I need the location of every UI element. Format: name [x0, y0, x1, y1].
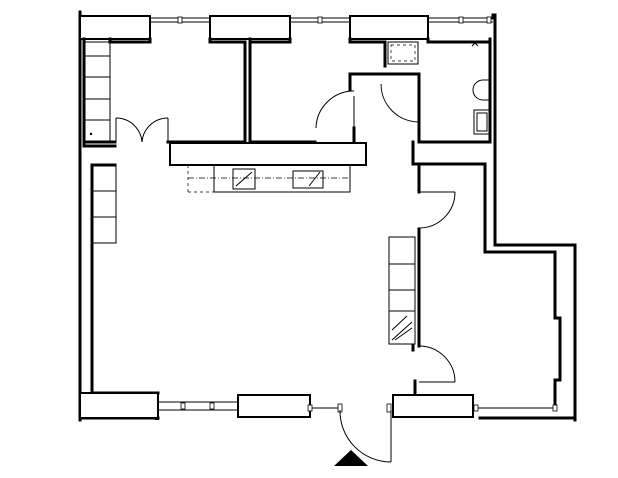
bathroom-door-swing	[380, 83, 420, 123]
bedroom-middle-top-inner	[248, 37, 292, 44]
window-top-2-post	[317, 16, 323, 24]
top-wall-pier-1	[79, 15, 151, 40]
window-bottom-3-post-a	[473, 404, 479, 412]
window-bottom-1-post-1	[180, 402, 186, 410]
top-wall	[79, 15, 429, 40]
shoe-rack-mark-2	[394, 327, 413, 341]
living-left-wall	[90, 163, 160, 395]
room-right-inner-walls	[417, 162, 562, 406]
bedroom-left-top-inner	[108, 37, 152, 44]
bedroom-middle-left-wall	[248, 37, 317, 144]
right-outer-wall-lower	[493, 243, 577, 422]
living-left-inner-wall	[90, 163, 160, 395]
bedroom-left-right-wall	[208, 37, 247, 144]
hall-right-wall-top	[411, 140, 421, 194]
entrance-door-swing	[339, 409, 392, 463]
bedroom-door-swing-left	[115, 117, 143, 143]
shoe-rack-mark-1	[391, 321, 413, 341]
washbasin	[473, 109, 491, 135]
top-wall-pier-2	[209, 15, 291, 40]
window-top-3-end-post	[486, 16, 492, 24]
shower-outline	[390, 44, 416, 62]
kitchen-wall-block	[169, 142, 367, 166]
bathroom-walls	[348, 37, 492, 144]
bottom-wall	[79, 392, 558, 420]
wardrobe-left	[83, 41, 111, 143]
top-wall-pier-3	[349, 15, 429, 40]
outer-walls	[78, 10, 577, 422]
window-top-3-post	[458, 16, 464, 24]
bedroom-door-swing-right	[141, 117, 169, 143]
window-top-1-post	[177, 16, 183, 24]
bottom-wall-pier-3	[392, 394, 474, 418]
kitchen-counter-top	[213, 164, 351, 193]
bedroom-middle-top-right	[348, 37, 387, 68]
room-right	[417, 162, 562, 406]
bottom-wall-pier-2	[237, 394, 311, 418]
north-arrow-triangle	[334, 450, 368, 466]
bathroom-top-inner	[426, 37, 492, 44]
hall-door-2-swing	[418, 345, 456, 383]
entrance-door	[334, 403, 392, 466]
window-bottom-3-post-b	[552, 404, 558, 412]
window-bottom-2-post	[307, 404, 313, 412]
top-windows	[150, 16, 493, 24]
bottom-wall-pier-1	[79, 392, 159, 419]
shoe-rack-mark-3	[391, 315, 408, 331]
cooktop	[292, 170, 324, 189]
bedroom-middle-door-swing	[315, 90, 355, 129]
bedroom-left-bottom-wall	[82, 140, 117, 148]
kitchen-counter	[169, 142, 367, 193]
shelving-left	[91, 164, 117, 244]
shower-tray	[387, 41, 419, 65]
bedroom-middle	[248, 37, 387, 144]
sink-drain	[235, 171, 253, 187]
window-bottom-1-post-2	[209, 402, 215, 410]
wardrobe-marker	[89, 132, 93, 136]
bedroom-left	[82, 37, 247, 148]
cooktop-mark	[308, 171, 321, 187]
vent-mark	[471, 42, 479, 47]
entrance-jamb-right	[386, 403, 392, 413]
sink	[232, 168, 256, 190]
hallway	[388, 140, 456, 396]
right-outer-wall-upper	[491, 13, 497, 247]
hall-door-1-swing	[418, 191, 456, 229]
bathroom	[348, 37, 492, 144]
shoe-rack	[388, 310, 416, 345]
toilet	[472, 79, 491, 101]
hall-wardrobe	[388, 236, 416, 312]
washbasin-bowl	[476, 112, 488, 132]
